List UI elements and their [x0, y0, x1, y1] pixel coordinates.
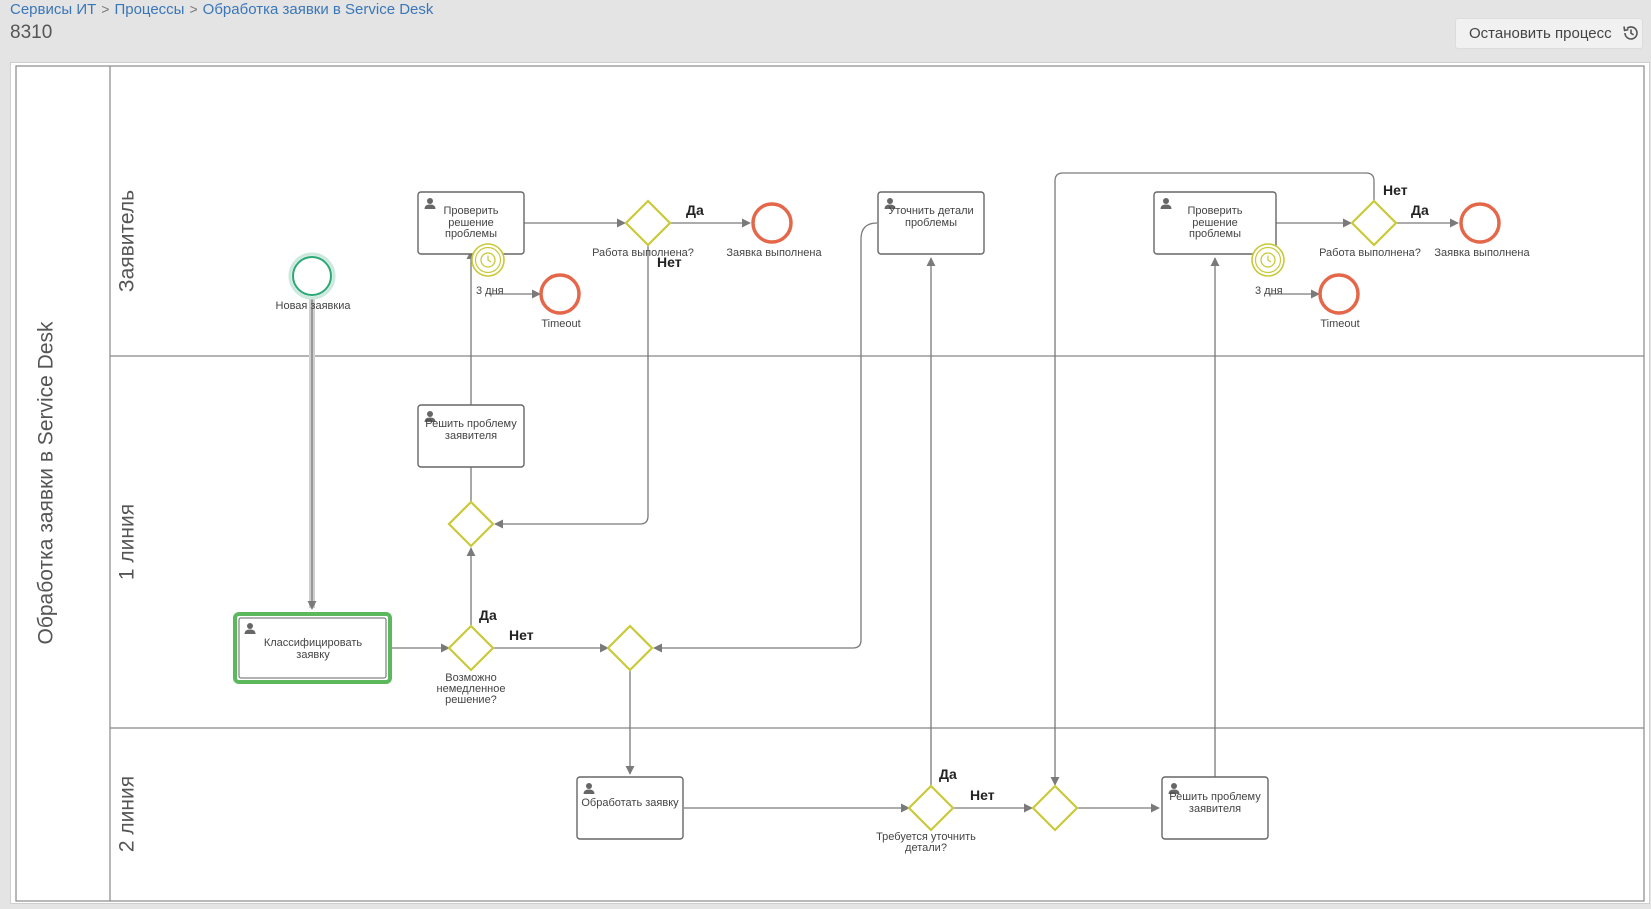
task-clarify-details[interactable]: Уточнить детали проблемы [877, 191, 985, 255]
task-check-solution-1[interactable]: Проверить решение проблемы [417, 191, 525, 255]
task-label: Проверить решение проблемы [1187, 206, 1243, 240]
task-solve-problem-1[interactable]: Решить проблему заявителя [417, 404, 525, 468]
sequence-flows [307, 172, 1459, 813]
breadcrumb-item-it-services[interactable]: Сервисы ИТ [10, 1, 97, 18]
end-event-label: Timeout [541, 318, 580, 330]
end-event-label: Заявка выполнена [1434, 247, 1530, 259]
history-icon[interactable] [1621, 23, 1641, 43]
end-event-timeout-2[interactable]: Timeout [1318, 273, 1360, 330]
page-title: 8310 [10, 22, 53, 43]
gateway-label: Возможно немедленное решение? [436, 673, 506, 706]
gateway-immediate-solution[interactable]: Возможно немедленное решение? [416, 624, 526, 713]
diagram-canvas: Обработка заявки в Service Desk Заявител… [10, 62, 1650, 904]
pool-title: Обработка заявки в Service Desk [35, 321, 58, 645]
task-check-solution-2[interactable]: Проверить решение проблемы [1153, 191, 1277, 255]
task-label: Проверить решение проблемы [443, 206, 499, 240]
task-classify-request-active[interactable]: Классифицировать заявку [233, 612, 392, 684]
breadcrumb: Сервисы ИТ>Процессы>Обработка заявки в S… [10, 1, 433, 18]
clock-icon [1260, 252, 1276, 268]
breadcrumb-separator-icon: > [101, 1, 110, 17]
breadcrumb-separator-icon: > [189, 1, 198, 17]
label-no-work-done-2: Нет [1383, 182, 1408, 198]
label-yes-immediate: Да [479, 607, 497, 623]
label-yes-details: Да [939, 766, 957, 782]
start-event-label: Новая заявкиа [276, 300, 352, 312]
breadcrumb-item-current-process[interactable]: Обработка заявки в Service Desk [202, 1, 434, 18]
label-yes-work-done-2: Да [1411, 202, 1429, 218]
gateway-merge-second-line[interactable] [1031, 784, 1079, 832]
lane-applicant: Заявитель [110, 190, 1644, 357]
label-no-details: Нет [970, 787, 995, 803]
stop-process-label: Остановить процесс [1469, 25, 1612, 42]
gateway-merge-solve[interactable] [447, 500, 495, 548]
lane-title-first-line: 1 линия [116, 504, 139, 580]
gateway-need-details[interactable]: Требуется уточнить детали? [861, 784, 991, 862]
flow-work-done-2-no[interactable] [1050, 172, 1375, 786]
task-label: Уточнить детали проблемы [888, 206, 974, 229]
end-event-request-done-1[interactable]: Заявка выполнена [726, 202, 822, 259]
task-label: Классифицировать заявку [263, 638, 363, 661]
timer-boundary-event-2[interactable]: 3 дня [1251, 243, 1285, 297]
flow-clarify-to-merge[interactable] [653, 222, 878, 653]
lane-first-line: 1 линия [110, 504, 1644, 729]
lane-title-applicant: Заявитель [116, 190, 139, 292]
end-event-label: Timeout [1320, 318, 1359, 330]
gateway-label: Работа выполнена? [592, 247, 694, 259]
task-label: Решить проблему заявителя [1169, 792, 1261, 815]
breadcrumb-item-processes[interactable]: Процессы [114, 1, 185, 18]
lane-second-line: 2 линия [116, 776, 139, 852]
task-solve-problem-2[interactable]: Решить проблему заявителя [1161, 776, 1269, 840]
label-no-immediate: Нет [509, 627, 534, 643]
end-event-label: Заявка выполнена [726, 247, 822, 259]
start-event-new-request[interactable]: Новая заявкиа [276, 252, 352, 312]
label-yes-work-done: Да [686, 202, 704, 218]
task-label: Решить проблему заявителя [425, 419, 517, 442]
lane-title-second-line: 2 линия [116, 776, 139, 852]
timer-boundary-event-1[interactable]: 3 дня [471, 243, 505, 297]
gateway-work-done-2[interactable]: Работа выполнена? [1319, 199, 1421, 259]
gateway-work-done-1[interactable]: Работа выполнена? [592, 199, 694, 259]
gateway-merge-first-line[interactable] [606, 624, 654, 672]
end-event-timeout-1[interactable]: Timeout [539, 273, 581, 330]
end-event-request-done-2[interactable]: Заявка выполнена [1434, 202, 1530, 259]
label-no-work-done: Нет [657, 254, 682, 270]
task-label: Обработать заявку [581, 798, 679, 809]
gateway-label: Работа выполнена? [1319, 247, 1421, 259]
stop-process-button[interactable]: Остановить процесс [1455, 18, 1643, 49]
task-process-request[interactable]: Обработать заявку [576, 776, 684, 840]
timer-label: 3 дня [1255, 285, 1283, 297]
clock-icon [480, 252, 496, 268]
bpmn-diagram: Обработка заявки в Service Desk Заявител… [15, 65, 1645, 902]
timer-label: 3 дня [476, 285, 504, 297]
flow-work-done-no[interactable] [494, 245, 649, 529]
gateway-label: Требуется уточнить детали? [876, 832, 976, 854]
